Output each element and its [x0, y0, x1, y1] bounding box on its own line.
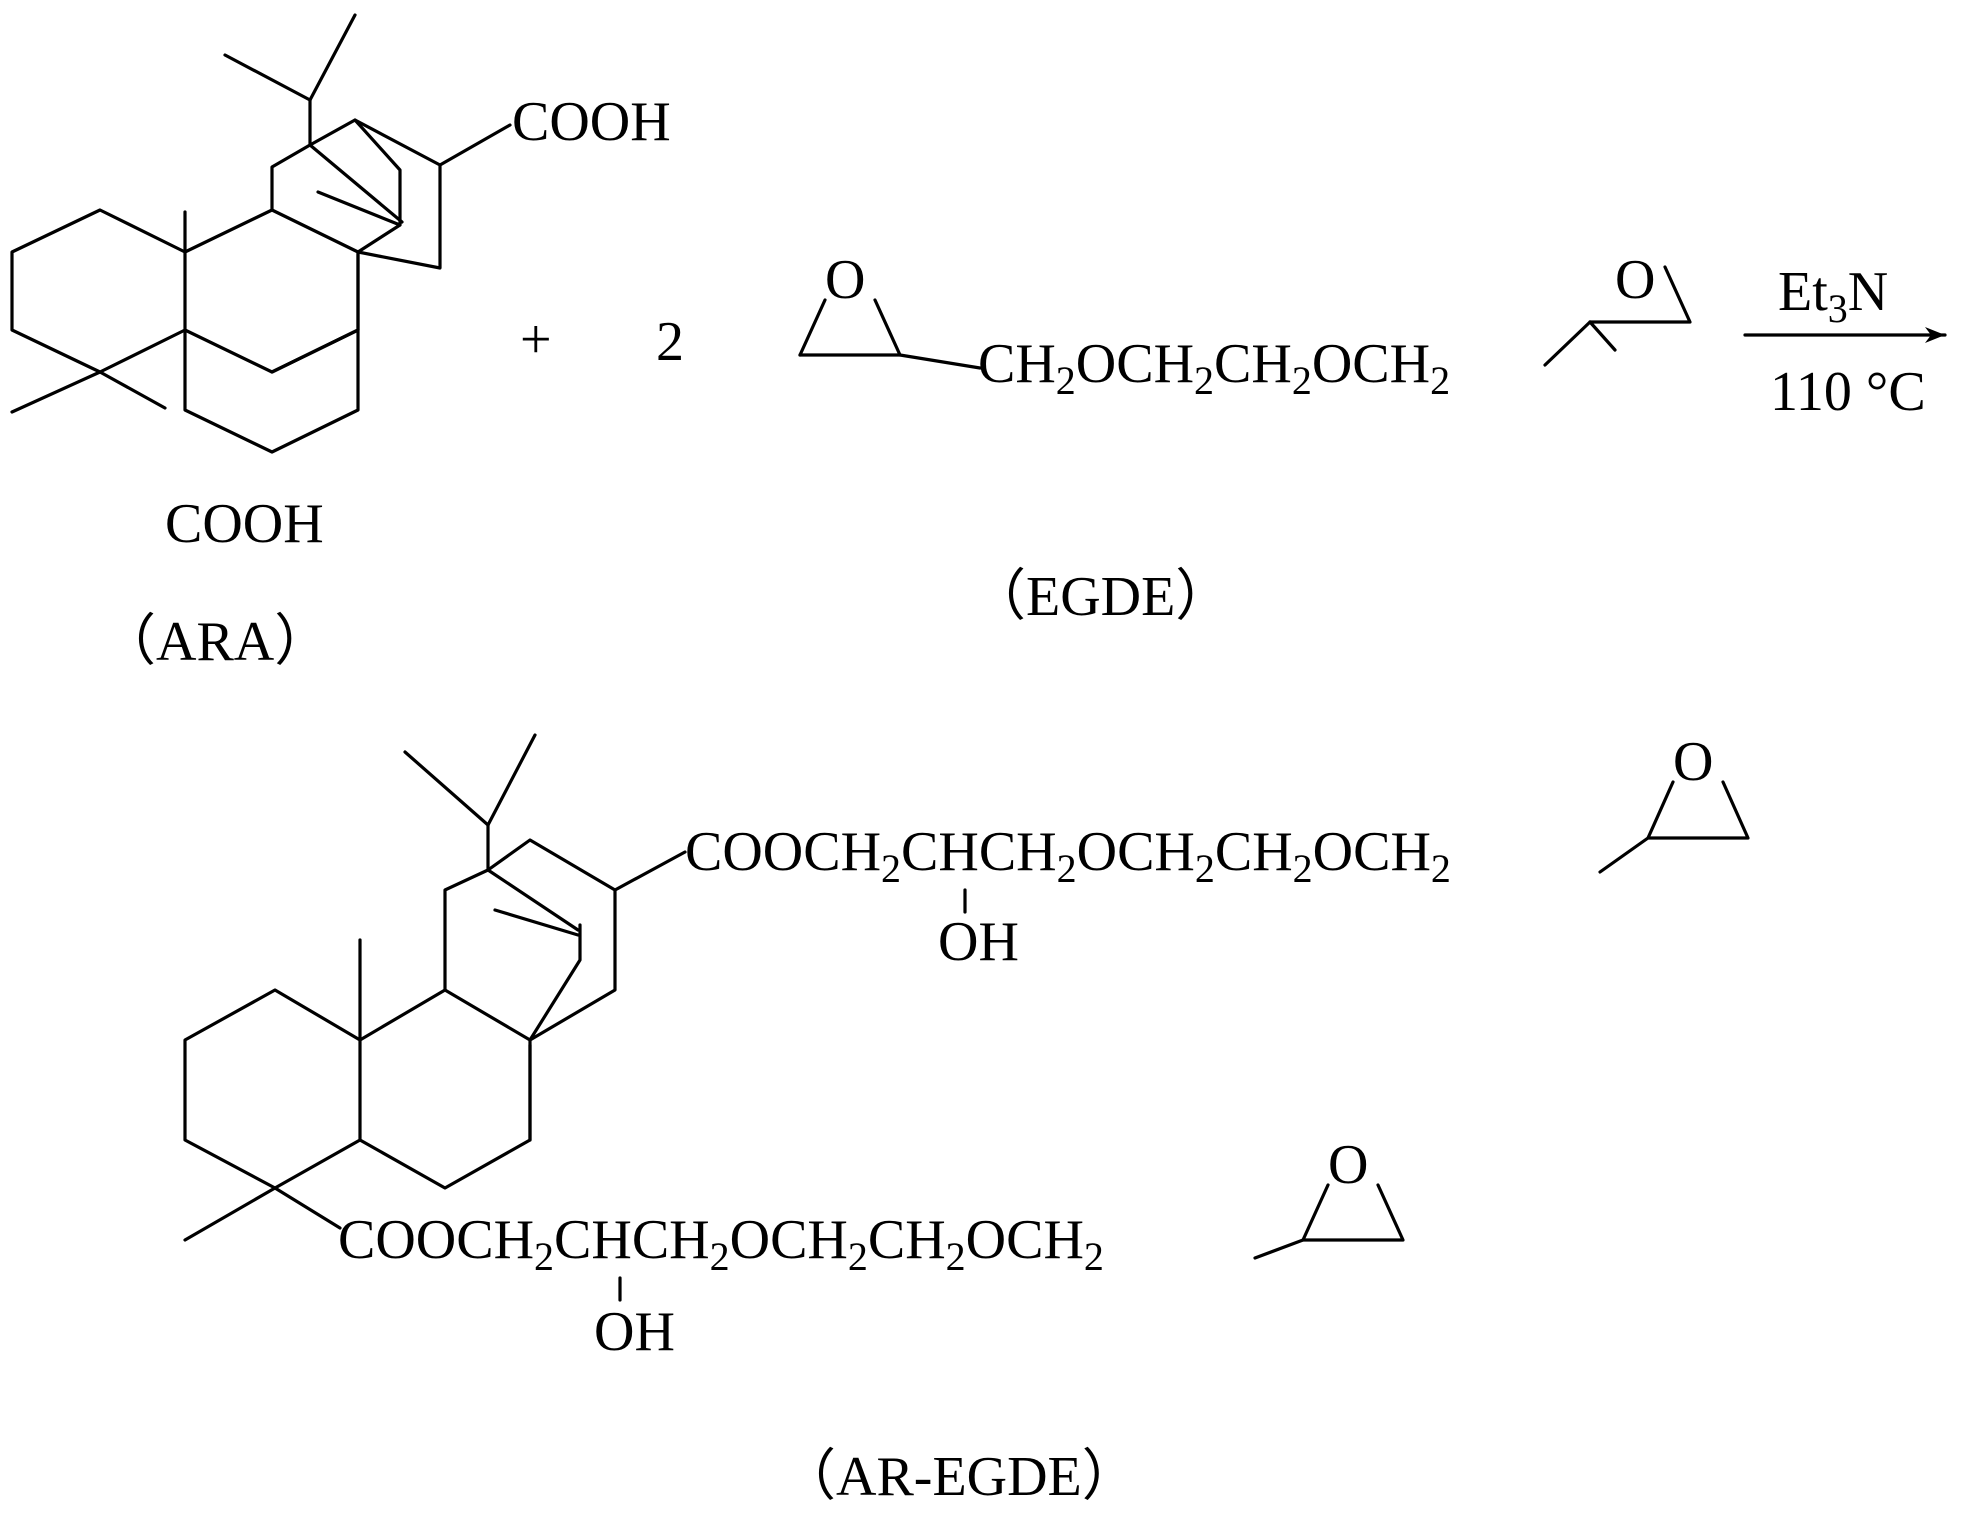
formula-segment: OCH [1076, 333, 1194, 395]
product-isopropyl-left [403, 750, 490, 827]
ar-egde-name: （AR-EGDE） [780, 1446, 1138, 1508]
formula-segment: OCH [1077, 821, 1195, 883]
plus-sign: + [520, 309, 552, 371]
subscript: 2 [1293, 846, 1313, 891]
product-double-bond-a [486, 868, 580, 932]
arrow-head [1925, 327, 1945, 343]
left-epoxide-bond [798, 298, 827, 357]
subscript: 2 [1195, 846, 1215, 891]
right-epoxide-link [1543, 320, 1617, 367]
formula-segment: COOCH [685, 821, 881, 883]
left-epoxide-oxygen: O [825, 249, 865, 311]
product-upper-oh: OH [938, 911, 1019, 973]
formula-segment: CHCH [901, 821, 1057, 883]
product-methyl-lower [183, 1186, 277, 1242]
product-bridge-1 [528, 923, 582, 1042]
reaction-arrow [1743, 327, 1947, 343]
bridge-bonds-1 [308, 118, 402, 254]
egde-structure [798, 265, 1692, 370]
product-upper-epoxide [1598, 780, 1750, 874]
formula-segment: CH [1215, 821, 1293, 883]
subscript: 2 [1430, 358, 1450, 403]
formula-segment: COOCH [338, 1209, 534, 1271]
subscript: 2 [1057, 846, 1077, 891]
product-upper-epoxide-side [1646, 780, 1675, 840]
ring-c-lower [183, 328, 360, 454]
ring-c-upper-left [270, 143, 312, 212]
catalyst-label: Et3N [1778, 261, 1888, 331]
product-bridge-2 [486, 838, 617, 1042]
subscript: 2 [1194, 358, 1214, 403]
ara-name: （ARA） [100, 611, 330, 673]
coefficient: 2 [656, 311, 684, 373]
acid-upper-label: COOH [512, 91, 671, 153]
product-lower-ester-bond [273, 1186, 342, 1230]
ara-structure [10, 13, 512, 454]
formula-segment: OCH [966, 1209, 1084, 1271]
product-bridge-left [443, 868, 490, 992]
temperature-label: 110 °C [1770, 361, 1926, 423]
subscript: 2 [534, 1234, 554, 1279]
egde-chain: CH2OCH2CH2OCH2 [978, 333, 1450, 403]
right-epoxide-ring [1588, 265, 1692, 324]
subscript: 2 [1084, 1234, 1104, 1279]
egde-name: （EGDE） [970, 566, 1231, 628]
isopropyl-right [308, 13, 357, 102]
product-ring-a [183, 988, 362, 1190]
formula-segment: Et [1778, 261, 1828, 323]
formula-segment: CH [978, 333, 1056, 395]
product-ring-b [358, 988, 532, 1190]
product-upper-ester-bond [613, 850, 687, 892]
product-lower-epoxide-side [1301, 1183, 1330, 1242]
product-double-bond-b [493, 908, 580, 937]
formula-segment: OCH [1312, 333, 1430, 395]
formula-segment: CHCH [554, 1209, 710, 1271]
formula-segment: CH [868, 1209, 946, 1271]
formula-segment: OCH [1313, 821, 1431, 883]
left-epoxide-link [898, 353, 982, 370]
methyl-lower [10, 370, 102, 414]
product-lower-oh: OH [594, 1301, 675, 1363]
acid-lower-label: COOH [165, 493, 324, 555]
subscript: 2 [881, 846, 901, 891]
bridge-bonds-2 [353, 118, 442, 270]
subscript: 2 [946, 1234, 966, 1279]
product-lower-chain: COOCH2CHCH2OCH2CH2OCH2 [338, 1209, 1104, 1279]
isopropyl-left [223, 53, 312, 102]
right-epoxide-oxygen: O [1615, 249, 1655, 311]
ring-c-shared [270, 250, 360, 374]
product-upper-chain: COOCH2CHCH2OCH2CH2OCH2 [685, 821, 1451, 891]
acid-lower-bond [98, 370, 167, 410]
product-lower-epoxide-oxygen: O [1328, 1134, 1368, 1196]
subscript: 2 [1431, 846, 1451, 891]
product-isopropyl-right [486, 733, 537, 827]
subscript: 2 [1056, 358, 1076, 403]
subscript: 2 [848, 1234, 868, 1279]
subscript: 2 [1292, 358, 1312, 403]
formula-segment: OCH [730, 1209, 848, 1271]
formula-segment: N [1848, 261, 1888, 323]
formula-segment: CH [1214, 333, 1292, 395]
product-upper-epoxide-oxygen: O [1673, 731, 1713, 793]
ring-a-bonds [10, 208, 187, 374]
product-lower-epoxide [1253, 1183, 1405, 1260]
double-bond-a [308, 143, 404, 224]
subscript: 2 [710, 1234, 730, 1279]
double-bond-b [316, 190, 402, 227]
ring-b-bonds [183, 208, 360, 374]
ar-egde-structure [183, 733, 1750, 1302]
subscript: 3 [1828, 286, 1848, 331]
acid-upper-bond [438, 123, 512, 167]
